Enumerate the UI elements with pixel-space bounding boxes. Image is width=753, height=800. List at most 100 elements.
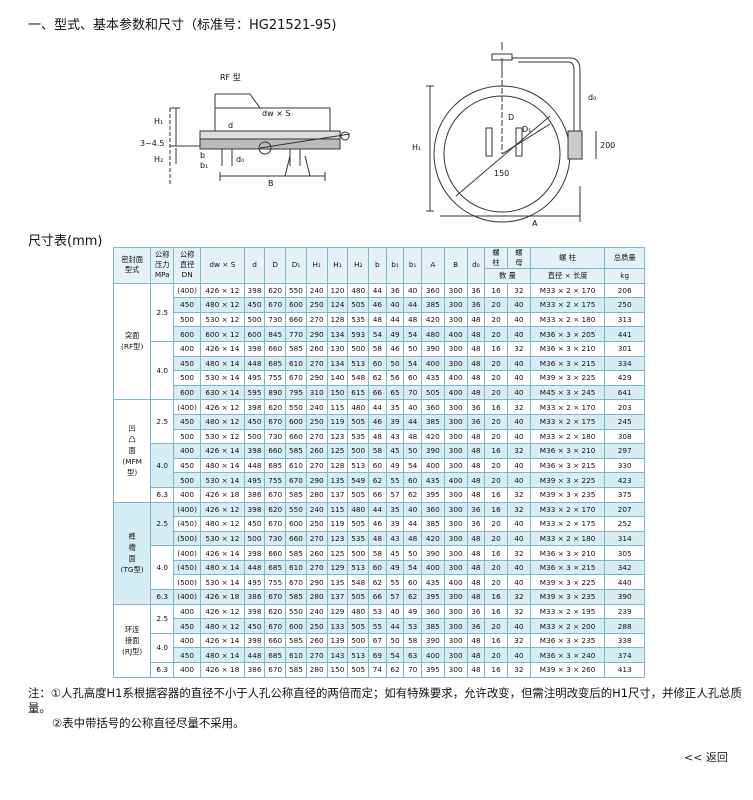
cell-b: 44	[368, 399, 387, 415]
B-label: B	[268, 179, 274, 188]
cell-b2: 48	[403, 428, 422, 445]
back-link[interactable]: << 返回	[684, 751, 728, 764]
cell-b2: 53	[403, 618, 422, 634]
cell-d0: 36	[466, 516, 486, 532]
cell-H2: 500	[347, 632, 370, 649]
cell-b1: 44	[385, 311, 405, 328]
cell-B: 300	[443, 297, 468, 313]
cell-dws: 426 × 14	[200, 340, 245, 357]
cell-H1b: 134	[326, 355, 349, 372]
col-D: D	[264, 247, 287, 284]
cell-b1: 35	[385, 501, 405, 518]
cell-A: 385	[420, 413, 445, 430]
col-H1: H₁	[305, 247, 328, 284]
cell-n1: 20	[484, 574, 508, 591]
cell-kg: 250	[604, 297, 645, 313]
cell-D1: 670	[285, 370, 307, 386]
cell-D: 660	[264, 632, 287, 649]
seal-type-cell: 榫槽面(TG型)	[112, 501, 152, 605]
cell-stud: M36 × 3 × 215	[529, 559, 606, 576]
cell-B: 400	[443, 574, 468, 591]
cell-D: 685	[264, 457, 287, 474]
cell-b: 69	[368, 647, 387, 664]
cell-stud: M33 × 2 × 180	[529, 428, 606, 445]
cell-dn: 450	[173, 647, 202, 664]
cell-stud: M36 × 3 × 215	[529, 457, 606, 474]
cell-b1: 43	[385, 530, 405, 547]
cell-D1: 585	[285, 340, 307, 357]
col-b: b	[368, 247, 387, 284]
cell-H1: 260	[305, 545, 328, 561]
cell-d: 398	[243, 603, 266, 620]
cell-d0: 48	[466, 545, 486, 561]
cell-D1: 660	[285, 530, 307, 547]
cell-dws: 600 × 12	[200, 326, 245, 342]
cell-dws: 530 × 14	[200, 574, 245, 591]
cell-kg: 308	[604, 428, 645, 445]
cell-D1: 610	[285, 647, 307, 664]
cell-b1: 49	[385, 559, 405, 576]
cell-H1: 280	[305, 589, 328, 605]
cell-stud: M36 × 3 × 205	[529, 326, 606, 342]
cell-d0: 48	[466, 428, 486, 445]
cell-b2: 44	[403, 297, 422, 313]
cell-D1: 600	[285, 516, 307, 532]
cell-B: 300	[443, 443, 468, 459]
cell-dn: 400	[173, 632, 202, 649]
cell-dws: 480 × 14	[200, 457, 245, 474]
cell-b: 74	[368, 662, 387, 678]
cell-A: 360	[420, 282, 445, 299]
cell-A: 400	[420, 559, 445, 576]
cell-d: 386	[243, 486, 266, 503]
cell-H1: 270	[305, 428, 328, 445]
cell-stud: M36 × 3 × 240	[529, 647, 606, 664]
cell-stud: M33 × 2 × 195	[529, 603, 606, 620]
cell-H1: 270	[305, 530, 328, 547]
cell-H2: 513	[347, 647, 370, 664]
cell-n2: 40	[506, 355, 531, 372]
cell-d0: 48	[466, 472, 486, 488]
cell-dws: 480 × 12	[200, 516, 245, 532]
cell-B: 300	[443, 618, 468, 634]
d0-right-label: d₀	[588, 93, 596, 102]
cell-b2: 60	[403, 574, 422, 591]
cell-n1: 16	[484, 282, 508, 299]
cell-dn: 400	[173, 443, 202, 459]
cell-H1: 240	[305, 282, 328, 299]
150-label: 150	[494, 169, 509, 178]
cell-stud: M33 × 2 × 175	[529, 297, 606, 313]
cell-kg: 207	[604, 501, 645, 518]
cell-H2: 513	[347, 559, 370, 576]
cell-H1: 280	[305, 486, 328, 503]
cell-d: 398	[243, 399, 266, 415]
cell-d0: 36	[466, 413, 486, 430]
cell-B: 300	[443, 413, 468, 430]
cell-n1: 16	[484, 443, 508, 459]
cell-H2: 615	[347, 384, 370, 401]
cell-D1: 585	[285, 589, 307, 605]
cell-b: 48	[368, 311, 387, 328]
cell-dn: 450	[173, 297, 202, 313]
cell-dn: 450	[173, 355, 202, 372]
cell-D: 660	[264, 443, 287, 459]
cell-B: 300	[443, 603, 468, 620]
cell-kg: 441	[604, 326, 645, 342]
cell-H1b: 124	[326, 297, 349, 313]
col-H1b: H₁	[326, 247, 349, 284]
cell-kg: 239	[604, 603, 645, 620]
cell-dn: (400)	[173, 399, 202, 415]
cell-dn: 500	[173, 311, 202, 328]
cell-A: 400	[420, 457, 445, 474]
cell-D: 660	[264, 340, 287, 357]
cell-kg: 423	[604, 472, 645, 488]
cell-kg: 314	[604, 530, 645, 547]
cell-A: 420	[420, 428, 445, 445]
cell-b2: 54	[403, 559, 422, 576]
cell-dn: 500	[173, 428, 202, 445]
cell-A: 360	[420, 603, 445, 620]
cell-d0: 48	[466, 530, 486, 547]
